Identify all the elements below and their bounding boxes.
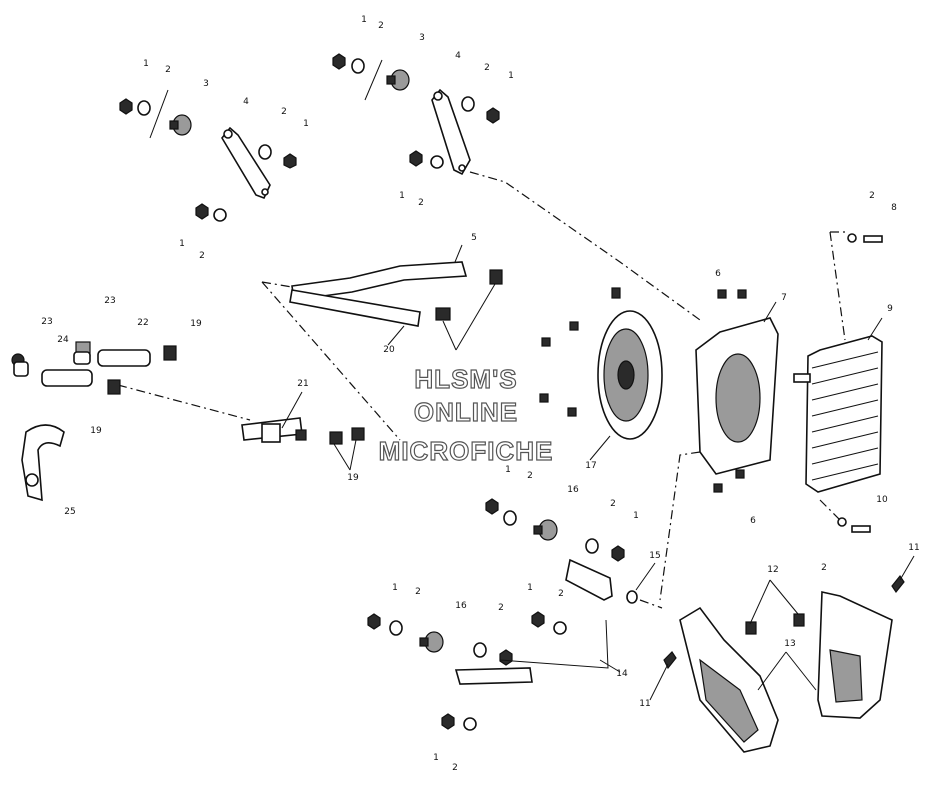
fan-shroud [695, 289, 779, 493]
callout-number: 11 [639, 699, 650, 709]
watermark-line-3: MICROFICHE [379, 436, 554, 466]
callout-number: 16 [455, 601, 467, 611]
watermark-line-1: HLSM'S [414, 364, 517, 394]
callout-number: 24 [57, 335, 69, 345]
mount-bracket-lower-right [485, 498, 638, 635]
leader-lines [281, 244, 915, 701]
callout-number: 1 [143, 59, 149, 69]
callout-number: 1 [633, 511, 639, 521]
callout-number: 7 [781, 293, 787, 303]
callout-number: 9 [887, 304, 893, 314]
callout-number: 1 [179, 239, 185, 249]
callout-number: 13 [784, 639, 795, 649]
callout-number: 11 [908, 543, 919, 553]
callout-number: 19 [190, 319, 202, 329]
callout-number: 21 [297, 379, 308, 389]
callout-number: 2 [378, 21, 384, 31]
callout-number: 6 [715, 269, 721, 279]
watermark-line-2: ONLINE [414, 397, 518, 427]
callout-number: 2 [199, 251, 205, 261]
callout-number: 16 [567, 485, 579, 495]
callout-number: 2 [558, 589, 564, 599]
callout-number: 2 [821, 563, 827, 573]
callout-number: 8 [891, 203, 897, 213]
callout-number: 6 [750, 516, 756, 526]
callout-number: 15 [649, 551, 660, 561]
callout-number: 2 [281, 107, 287, 117]
callout-number: 2 [869, 191, 875, 201]
callout-number: 14 [616, 669, 628, 679]
callout-number: 2 [484, 63, 490, 73]
callout-number: 17 [585, 461, 596, 471]
callout-number: 2 [418, 198, 424, 208]
callout-number: 2 [452, 763, 458, 773]
radiator [793, 233, 883, 533]
callout-number: 2 [498, 603, 504, 613]
callout-number: 25 [64, 507, 75, 517]
cooling-fan [539, 287, 663, 440]
callout-number: 10 [876, 495, 888, 505]
radiator-side-panels [663, 574, 905, 753]
callout-number: 1 [361, 15, 367, 25]
coolant-hoses [289, 261, 503, 327]
callout-number: 4 [243, 97, 249, 107]
callout-number: 5 [471, 233, 477, 243]
mount-bracket-upper-left [119, 89, 297, 222]
callout-number: 2 [415, 587, 421, 597]
callout-number: 19 [347, 473, 359, 483]
callout-number: 1 [527, 583, 533, 593]
callout-number: 3 [203, 79, 209, 89]
callout-number: 19 [90, 426, 102, 436]
callout-number: 4 [455, 51, 461, 61]
callout-number: 2 [527, 471, 533, 481]
callout-number: 23 [41, 317, 52, 327]
callout-number: 23 [104, 296, 115, 306]
callout-number: 1 [508, 71, 514, 81]
hose-fittings-left [11, 341, 365, 502]
mount-bracket-lower-center [367, 611, 609, 731]
callout-number: 3 [419, 33, 425, 43]
callout-number: 12 [767, 565, 778, 575]
watermark: HLSM'S ONLINE MICROFICHE [378, 363, 554, 466]
callout-number: 1 [433, 753, 439, 763]
callout-number: 2 [165, 65, 171, 75]
mount-bracket-upper-center [332, 53, 500, 176]
callout-number: 1 [399, 191, 405, 201]
callout-number: 2 [610, 499, 616, 509]
callout-number: 1 [303, 119, 309, 129]
callout-number: 1 [392, 583, 398, 593]
callout-number: 22 [137, 318, 148, 328]
callout-number: 1 [505, 465, 511, 475]
callout-number: 20 [383, 345, 395, 355]
